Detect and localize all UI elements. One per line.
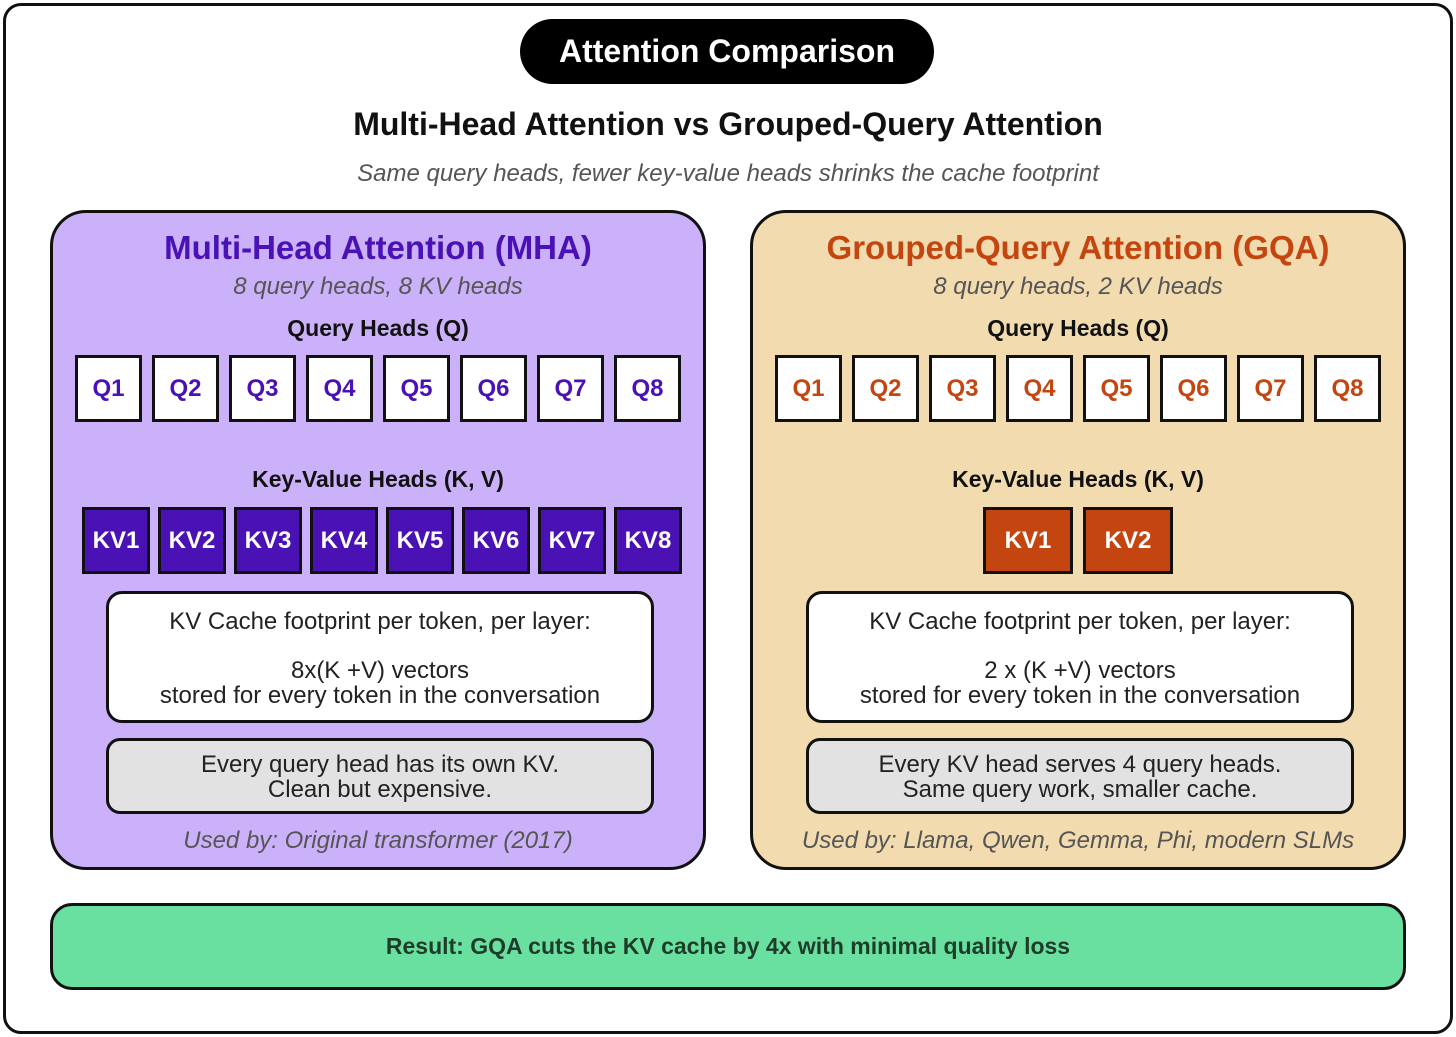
mha-kv-head: KV6: [462, 507, 530, 574]
mha-kv-head: KV4: [310, 507, 378, 574]
gqa-cache-heading: KV Cache footprint per token, per layer:: [869, 608, 1291, 635]
gqa-query-head: Q4: [1006, 355, 1073, 422]
mha-query-head: Q7: [537, 355, 604, 422]
mha-query-head: Q8: [614, 355, 681, 422]
result-banner: Result: GQA cuts the KV cache by 4x with…: [50, 903, 1406, 990]
mha-kv-head: KV3: [234, 507, 302, 574]
page-title: Multi-Head Attention vs Grouped-Query At…: [353, 106, 1103, 142]
mha-query-label: Query Heads (Q): [287, 315, 469, 341]
gqa-kv-heads: KV1 KV2: [983, 507, 1173, 575]
mha-kv-heads: KV1 KV2 KV3 KV4 KV5 KV6 KV7 KV8: [82, 507, 682, 575]
gqa-kv-head: KV1: [983, 507, 1073, 574]
mha-query-head: Q4: [306, 355, 373, 422]
gqa-note-line2: Same query work, smaller cache.: [902, 776, 1258, 803]
mha-query-head: Q2: [152, 355, 219, 422]
gqa-title: Grouped-Query Attention (GQA): [826, 229, 1330, 266]
gqa-query-head: Q8: [1314, 355, 1381, 422]
mha-query-head: Q3: [229, 355, 296, 422]
mha-kv-head: KV2: [158, 507, 226, 574]
mha-query-head: Q1: [75, 355, 142, 422]
gqa-panel: Grouped-Query Attention (GQA) 8 query he…: [750, 210, 1406, 870]
mha-cache-heading: KV Cache footprint per token, per layer:: [169, 608, 591, 635]
mha-note-line1: Every query head has its own KV.: [201, 751, 559, 778]
mha-cache-detail: stored for every token in the conversati…: [159, 682, 601, 709]
gqa-note-line1: Every KV head serves 4 query heads.: [878, 751, 1282, 778]
mha-query-heads: Q1 Q2 Q3 Q4 Q5 Q6 Q7 Q8: [75, 355, 685, 423]
gqa-cache-detail: stored for every token in the conversati…: [859, 682, 1301, 709]
mha-title: Multi-Head Attention (MHA): [164, 229, 592, 266]
gqa-cache-box: KV Cache footprint per token, per layer:…: [806, 591, 1354, 723]
mha-used-by: Used by: Original transformer (2017): [183, 827, 573, 854]
gqa-kv-label: Key-Value Heads (K, V): [952, 466, 1204, 492]
mha-query-head: Q6: [460, 355, 527, 422]
mha-note-box: Every query head has its own KV. Clean b…: [106, 738, 654, 814]
mha-kv-head: KV8: [614, 507, 682, 574]
gqa-query-label: Query Heads (Q): [987, 315, 1169, 341]
gqa-query-head: Q2: [852, 355, 919, 422]
gqa-subtitle: 8 query heads, 2 KV heads: [933, 273, 1223, 300]
gqa-query-head: Q7: [1237, 355, 1304, 422]
mha-query-head: Q5: [383, 355, 450, 422]
mha-kv-head: KV7: [538, 507, 606, 574]
mha-panel: Multi-Head Attention (MHA) 8 query heads…: [50, 210, 706, 870]
gqa-query-head: Q1: [775, 355, 842, 422]
mha-subtitle: 8 query heads, 8 KV heads: [233, 273, 523, 300]
gqa-note-box: Every KV head serves 4 query heads. Same…: [806, 738, 1354, 814]
page-subtitle: Same query heads, fewer key-value heads …: [357, 160, 1099, 187]
mha-cache-vectors: 8x(K +V) vectors: [290, 657, 470, 684]
gqa-query-head: Q6: [1160, 355, 1227, 422]
header-badge: Attention Comparison: [520, 19, 934, 84]
mha-note-line2: Clean but expensive.: [267, 776, 493, 803]
gqa-query-head: Q5: [1083, 355, 1150, 422]
gqa-used-by: Used by: Llama, Qwen, Gemma, Phi, modern…: [801, 827, 1355, 854]
gqa-query-head: Q3: [929, 355, 996, 422]
gqa-cache-vectors: 2 x (K +V) vectors: [984, 657, 1176, 684]
mha-cache-box: KV Cache footprint per token, per layer:…: [106, 591, 654, 723]
mha-kv-head: KV1: [82, 507, 150, 574]
mha-kv-label: Key-Value Heads (K, V): [252, 466, 504, 492]
gqa-query-heads: Q1 Q2 Q3 Q4 Q5 Q6 Q7 Q8: [775, 355, 1385, 423]
gqa-kv-head: KV2: [1083, 507, 1173, 574]
mha-kv-head: KV5: [386, 507, 454, 574]
